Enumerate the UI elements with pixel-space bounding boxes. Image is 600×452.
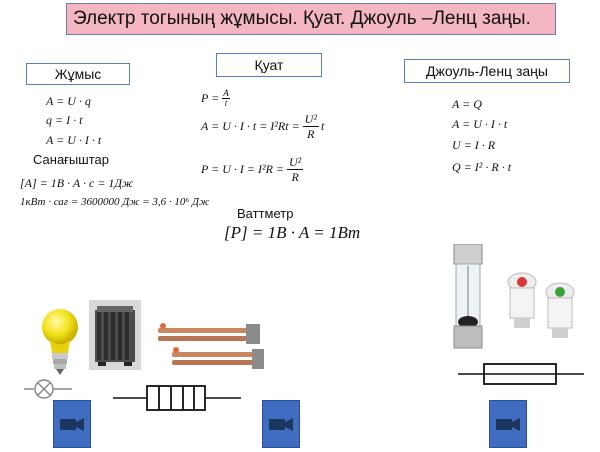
power-formula-2-fraction: U² R xyxy=(302,112,319,141)
video-camera-tile-1[interactable] xyxy=(53,400,91,448)
power-formula-2-den: R xyxy=(307,127,315,141)
joule-formula-3: U = I · R xyxy=(452,138,496,152)
work-unit-1: [A] = 1B · A · c = 1Дж xyxy=(20,176,134,190)
heater-resistor-symbol-icon xyxy=(113,385,241,411)
work-unit-2: 1кВт · сағ = 3600000 Дж = 3,6 · 10⁶ Дж xyxy=(20,196,210,208)
work-formula-2: q = I · t xyxy=(46,113,83,127)
power-formula-3-den: R xyxy=(291,170,299,184)
joule-formula-1: A = Q xyxy=(452,97,482,111)
video-camera-icon xyxy=(60,418,84,431)
video-camera-icon xyxy=(496,418,520,431)
power-formula-1-fraction: A t xyxy=(222,89,230,108)
wattmeter-label: Ваттметр xyxy=(237,206,294,221)
ceramic-fuses-icon xyxy=(507,272,575,338)
joule-formula-4: Q = I² · R · t xyxy=(452,160,512,174)
video-camera-tile-3[interactable] xyxy=(489,400,527,448)
heating-elements-icon xyxy=(158,323,264,369)
power-formula-2-tail: t xyxy=(320,119,325,133)
lamp-symbol-icon xyxy=(24,379,72,399)
power-formula-2-lhs: A = U · I · t = I²Rt = xyxy=(201,119,300,133)
power-formula-2-num: U² xyxy=(302,112,319,127)
video-camera-icon xyxy=(269,418,293,431)
joule-formula-2: A = U · I · t xyxy=(452,117,508,131)
header-power: Қуат xyxy=(216,53,322,77)
page-title: Электр тогының жұмысы. Қуат. Джоуль –Лен… xyxy=(66,3,556,35)
work-formula-3: A = U · I · t xyxy=(46,133,102,147)
power-formula-1-lhs: P = xyxy=(201,91,220,105)
fuse-symbol-icon xyxy=(458,363,584,385)
header-work: Жұмыс xyxy=(26,63,130,85)
power-formula-3-fraction: U² R xyxy=(287,155,304,184)
light-bulb-icon xyxy=(42,309,78,375)
power-formula-3: P = U · I = I²R = U² R xyxy=(201,155,304,184)
power-formula-3-lhs: P = U · I = I²R = xyxy=(201,162,284,176)
power-formula-1-den: t xyxy=(224,98,228,108)
oil-radiator-icon xyxy=(89,300,141,370)
work-formula-1: A = U · q xyxy=(46,94,91,108)
power-unit: [P] = 1B · A = 1Bm xyxy=(224,223,361,242)
glass-fuse-icon xyxy=(453,244,483,349)
power-formula-3-num: U² xyxy=(287,155,304,170)
video-camera-tile-2[interactable] xyxy=(262,400,300,448)
power-formula-1: P = A t xyxy=(201,89,230,108)
power-formula-1-num: A xyxy=(222,88,230,99)
units-label: Санағыштар xyxy=(33,152,109,167)
header-joule-lenz: Джоуль-Ленц заңы xyxy=(404,59,570,83)
power-formula-2: A = U · I · t = I²Rt = U² R t xyxy=(201,112,324,141)
